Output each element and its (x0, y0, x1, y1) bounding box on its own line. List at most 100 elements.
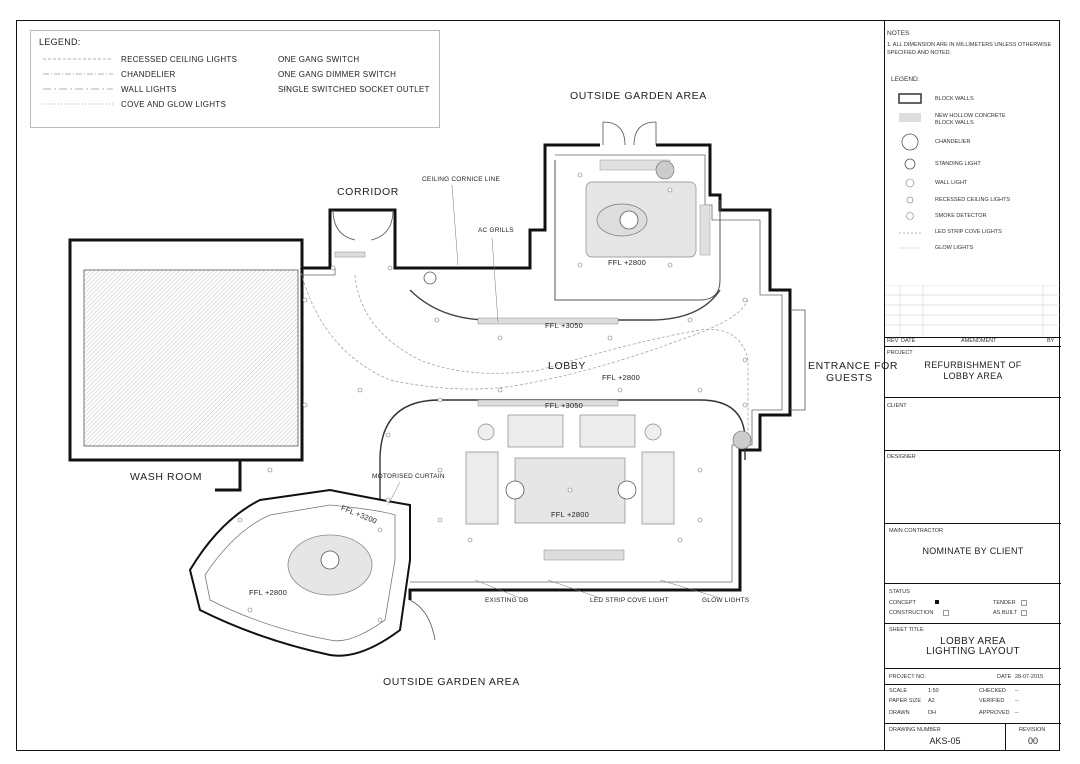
status-as-built: AS BUILT (993, 610, 1018, 616)
title-block: NOTES 1. ALL DIMENSION ARE IN MILLIMETER… (884, 20, 1061, 751)
led-strip-label: LED STRIP COVE LIGHT (590, 597, 669, 604)
revision-grid (885, 285, 1061, 335)
legend-item: CHANDELIER (121, 70, 176, 79)
legend-item: RECESSED CEILING LIGHTS (121, 55, 238, 64)
tender-checkbox (1021, 600, 1027, 606)
rev-header: REV (887, 338, 899, 344)
revision-value: 00 (1027, 736, 1038, 746)
dimmer-switch-icon: ◦ (283, 68, 287, 77)
outside-garden-top-label: OUTSIDE GARDEN AREA (570, 90, 707, 102)
legend-item: WALL LIGHTS (121, 85, 177, 94)
legend-item: SINGLE SWITCHED SOCKET OUTLET (278, 85, 430, 94)
motorised-curtain-label: MOTORISED CURTAIN (372, 473, 445, 480)
project-label: PROJECT (887, 350, 913, 356)
legend-item: BLOCK WALLS (935, 120, 974, 126)
drawing-sheet-border (16, 20, 1060, 751)
verified-value: -- (1015, 698, 1019, 704)
contractor-value: NOMINATE BY CLIENT (922, 546, 1024, 556)
doors (332, 121, 806, 641)
sheet-title-1: LOBBY AREA (940, 636, 1006, 647)
checked-label: CHECKED (979, 688, 1006, 694)
date-header: DATE (901, 338, 916, 344)
approved-label: APPROVED (979, 710, 1010, 716)
date-label: DATE (997, 674, 1012, 680)
ffl-label: FFL +2800 (551, 510, 590, 519)
date-value: 28-07-2015 (1015, 674, 1044, 680)
legend-item: RECESSED CEILING LIGHTS (935, 197, 1011, 203)
ffl-label: FFL +2800 (602, 373, 641, 382)
corridor-label: CORRIDOR (337, 186, 399, 198)
notes-text: 1. ALL DIMENSION ARE IN MILLIMETERS UNLE… (887, 42, 1052, 48)
legend-item: GLOW LIGHTS (935, 245, 974, 251)
project-value-2: LOBBY AREA (943, 371, 1003, 381)
designer-label: DESIGNER (887, 454, 916, 460)
legend-symbols (898, 93, 922, 249)
project-no-label: PROJECT NO. (889, 674, 926, 680)
ffl-label: FFL +2800 (249, 588, 288, 597)
legend-item: ONE GANG SWITCH (278, 55, 360, 64)
legend-item: WALL LIGHT (935, 180, 968, 186)
drawing-number-label: DRAWING NUMBER (889, 727, 941, 733)
entrance-label-2: GUESTS (826, 372, 873, 384)
concept-checkbox (935, 600, 939, 604)
client-label: CLIENT (887, 403, 907, 409)
notes-text: SPECIFIED AND NOTED. (887, 50, 952, 56)
ffl-label: FFL +2800 (608, 258, 647, 267)
outside-garden-bottom-label: OUTSIDE GARDEN AREA (383, 676, 520, 688)
ffl-label: FFL +3050 (545, 321, 584, 330)
chandelier-icons (320, 210, 639, 570)
paper-size-value: A2 (928, 698, 935, 704)
revision-label: REVISION (1019, 727, 1046, 733)
legend-item: STANDING LIGHT (935, 161, 981, 167)
existing-db-label: EXISTING DB (485, 597, 529, 604)
legend-item: SMOKE DETECTOR (935, 213, 987, 219)
as-built-checkbox (1021, 610, 1027, 616)
legend-item: ONE GANG DIMMER SWITCH (278, 70, 397, 79)
by-header: BY (1047, 338, 1055, 344)
amendment-header: AMENDMENT (961, 338, 997, 344)
approved-value: -- (1015, 710, 1019, 716)
ceiling-cornice-label: CEILING CORNICE LINE (422, 176, 501, 183)
legend-line-samples (43, 58, 113, 105)
wash-room-block (68, 238, 304, 462)
project-value-1: REFURBISHMENT OF (924, 360, 1022, 370)
status-label: STATUS (889, 589, 910, 595)
contractor-label: MAIN CONTRACTOR (889, 528, 943, 534)
legend-title: LEGEND: (39, 37, 81, 47)
switch-icon: ◦ (283, 53, 287, 62)
legend-item: BLOCK WALLS (935, 96, 974, 102)
paper-size-label: PAPER SIZE (889, 698, 921, 704)
wash-room-label: WASH ROOM (130, 471, 203, 483)
status-construction: CONSTRUCTION (889, 610, 934, 616)
legend-item: LED STRIP COVE LIGHTS (935, 229, 1002, 235)
scale-label: SCALE (889, 688, 908, 694)
legend-item: CHANDELIER (935, 139, 971, 145)
status-tender: TENDER (993, 600, 1016, 606)
verified-label: VERIFIED (979, 698, 1005, 704)
checked-value: -- (1015, 688, 1019, 694)
sheet-title-2: LIGHTING LAYOUT (926, 646, 1020, 657)
status-concept: CONCEPT (889, 600, 916, 606)
floor-plan (68, 121, 806, 657)
drawing-number-value: AKS-05 (929, 736, 961, 746)
glow-lights-label: GLOW LIGHTS (702, 597, 750, 604)
lobby-label: LOBBY (548, 360, 587, 372)
socket-outlet-icon: △ (283, 84, 289, 91)
legend-title: LEGEND: (891, 76, 920, 83)
sheet-title-label: SHEET TITLE (889, 627, 924, 633)
ffl-label: FFL +3050 (545, 401, 584, 410)
recessed-lights (237, 172, 748, 623)
legend-item: COVE AND GLOW LIGHTS (121, 100, 227, 109)
entrance-label-1: ENTRANCE FOR (808, 360, 899, 372)
leader-lines (387, 184, 721, 599)
decorative-plants (655, 160, 752, 450)
legend-panel: LEGEND: RECESSED CEILING LIGHTS CHANDELI… (30, 30, 440, 128)
notes-title: NOTES (887, 30, 910, 37)
construction-checkbox (943, 610, 949, 616)
lobby-walls (215, 143, 792, 600)
scale-value: 1:50 (928, 688, 939, 694)
drawn-label: DRAWN (889, 710, 910, 716)
ac-grills-label: AC GRILLS (478, 227, 514, 234)
legend-item: NEW HOLLOW CONCRETE (935, 113, 1006, 119)
drawn-value: DH (928, 710, 936, 716)
